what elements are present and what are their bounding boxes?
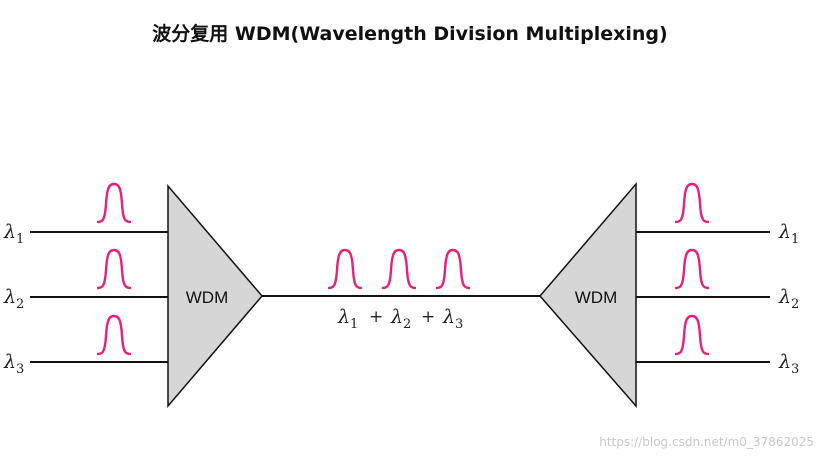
pulse-icon <box>674 248 710 290</box>
input-label-2: λ 2 <box>3 286 24 312</box>
svg-text:+: + <box>369 307 383 327</box>
pulse-icon <box>381 248 417 290</box>
svg-text:λ: λ <box>3 286 16 308</box>
pulse-icon <box>674 182 710 224</box>
pulse-icon <box>96 314 132 356</box>
output-label-1: λ 1 <box>778 221 799 247</box>
svg-text:3: 3 <box>791 362 799 377</box>
svg-text:2: 2 <box>16 297 24 312</box>
wdm-demultiplexer <box>539 181 637 408</box>
output-label-2: λ 2 <box>778 286 799 312</box>
svg-text:+: + <box>421 307 435 327</box>
pulse-icon <box>96 248 132 290</box>
svg-text:λ: λ <box>337 306 350 328</box>
input-label-3: λ 3 <box>3 351 24 377</box>
svg-text:λ: λ <box>3 221 16 243</box>
svg-text:1: 1 <box>350 317 358 332</box>
input-label-1: λ 1 <box>3 221 24 247</box>
watermark: https://blog.csdn.net/m0_37862025 <box>599 435 814 449</box>
svg-text:3: 3 <box>16 362 24 377</box>
pulse-icon <box>435 248 471 290</box>
svg-text:λ: λ <box>778 351 791 373</box>
svg-text:λ: λ <box>778 286 791 308</box>
wdm-multiplexer <box>167 183 263 409</box>
combined-label: λ 1 + λ 2 + λ 3 <box>337 306 463 332</box>
pulse-icon <box>327 248 363 290</box>
svg-text:2: 2 <box>403 317 411 332</box>
svg-text:λ: λ <box>778 221 791 243</box>
svg-text:λ: λ <box>442 306 455 328</box>
output-label-3: λ 3 <box>778 351 799 377</box>
page-title: 波分复用 WDM(Wavelength Division Multiplexin… <box>152 22 667 45</box>
svg-text:λ: λ <box>390 306 403 328</box>
multiplexer-label: WDM <box>186 288 228 307</box>
svg-text:1: 1 <box>16 232 24 247</box>
svg-text:λ: λ <box>3 351 16 373</box>
demultiplexer-label: WDM <box>575 288 617 307</box>
svg-text:2: 2 <box>791 297 799 312</box>
pulse-icon <box>96 182 132 224</box>
pulse-icon <box>674 314 710 356</box>
svg-text:1: 1 <box>791 232 799 247</box>
svg-text:3: 3 <box>455 317 463 332</box>
